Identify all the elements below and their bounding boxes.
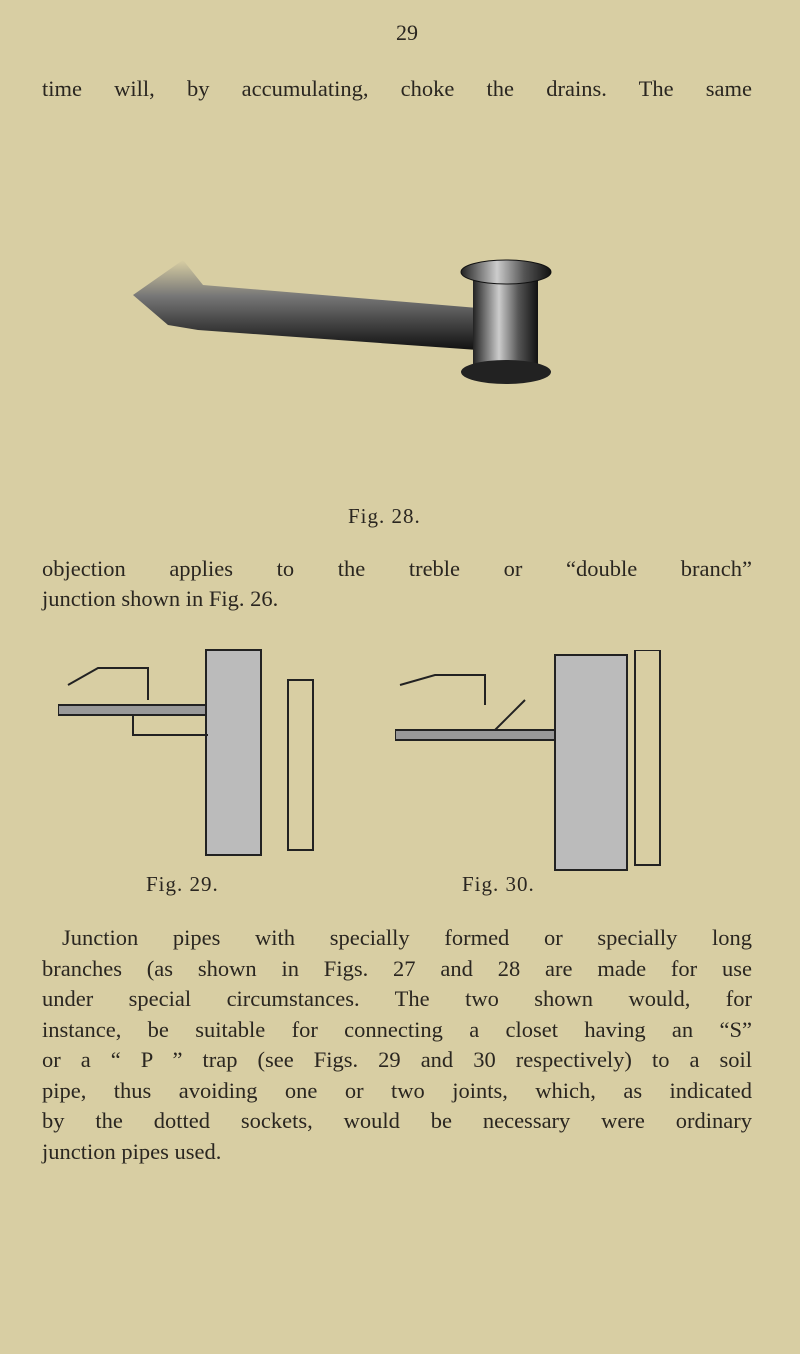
text-line: pipe, thus avoiding one or two joints, w… xyxy=(42,1078,752,1103)
figure-29-s-trap-junction xyxy=(58,649,314,856)
text-line: branches (as shown in Figs. 27 and 28 ar… xyxy=(42,956,752,981)
text-line: Junction pipes with specially formed or … xyxy=(62,925,752,950)
text-line: time will, by accumulating, choke the dr… xyxy=(42,76,752,101)
text-line: objection applies to the treble or “doub… xyxy=(42,556,752,581)
text-line: instance, be suitable for connecting a c… xyxy=(42,1017,752,1042)
figure-30-caption: Fig. 30. xyxy=(462,872,535,896)
page-number: 29 xyxy=(396,20,418,45)
figure-30-p-trap-junction xyxy=(395,650,661,871)
text-line: or a “ P ” trap (see Figs. 29 and 30 res… xyxy=(42,1047,752,1072)
text-line: junction pipes used. xyxy=(42,1139,222,1164)
text-line: junction shown in Fig. 26. xyxy=(42,586,279,611)
text-line: under special circumstances. The two sho… xyxy=(42,986,752,1011)
figure-28-caption: Fig. 28. xyxy=(348,504,421,528)
figure-29-caption: Fig. 29. xyxy=(146,872,219,896)
figure-28-junction-pipe xyxy=(133,259,552,384)
text-line: by the dotted sockets, would be necessar… xyxy=(42,1108,752,1133)
